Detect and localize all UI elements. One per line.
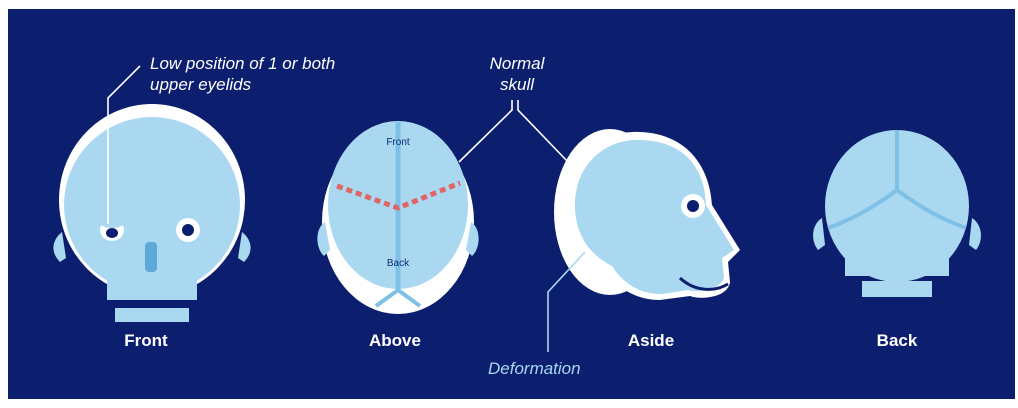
right-ear-icon xyxy=(238,232,251,262)
view-label-back: Back xyxy=(877,331,918,351)
eyelid-annotation: Low position of 1 or both upper eyelids xyxy=(150,53,335,95)
above-view-skull xyxy=(317,100,512,314)
normal-skull-line2: skull xyxy=(477,74,557,95)
eyelid-annotation-line1: Low position of 1 or both xyxy=(150,53,335,74)
view-label-front: Front xyxy=(124,331,167,351)
left-ear-icon xyxy=(53,232,66,262)
normal-skull-callout-right xyxy=(518,100,568,162)
normal-skull-callout-left xyxy=(459,100,512,162)
front-jaw xyxy=(115,308,189,322)
view-label-above: Above xyxy=(369,331,421,351)
above-front-label: Front xyxy=(386,137,409,148)
above-back-label: Back xyxy=(387,258,409,269)
deformation-annotation: Deformation xyxy=(488,358,581,379)
back-view-skull xyxy=(813,130,981,297)
back-jaw xyxy=(862,281,932,297)
nose-icon xyxy=(145,242,157,272)
eyelid-annotation-line2: upper eyelids xyxy=(150,74,335,95)
aside-view-skull xyxy=(518,100,740,352)
front-view-skull xyxy=(53,66,250,322)
normal-skull-line1: Normal xyxy=(477,53,557,74)
view-label-aside: Aside xyxy=(628,331,674,351)
normal-skull-annotation: Normal skull xyxy=(477,53,557,95)
